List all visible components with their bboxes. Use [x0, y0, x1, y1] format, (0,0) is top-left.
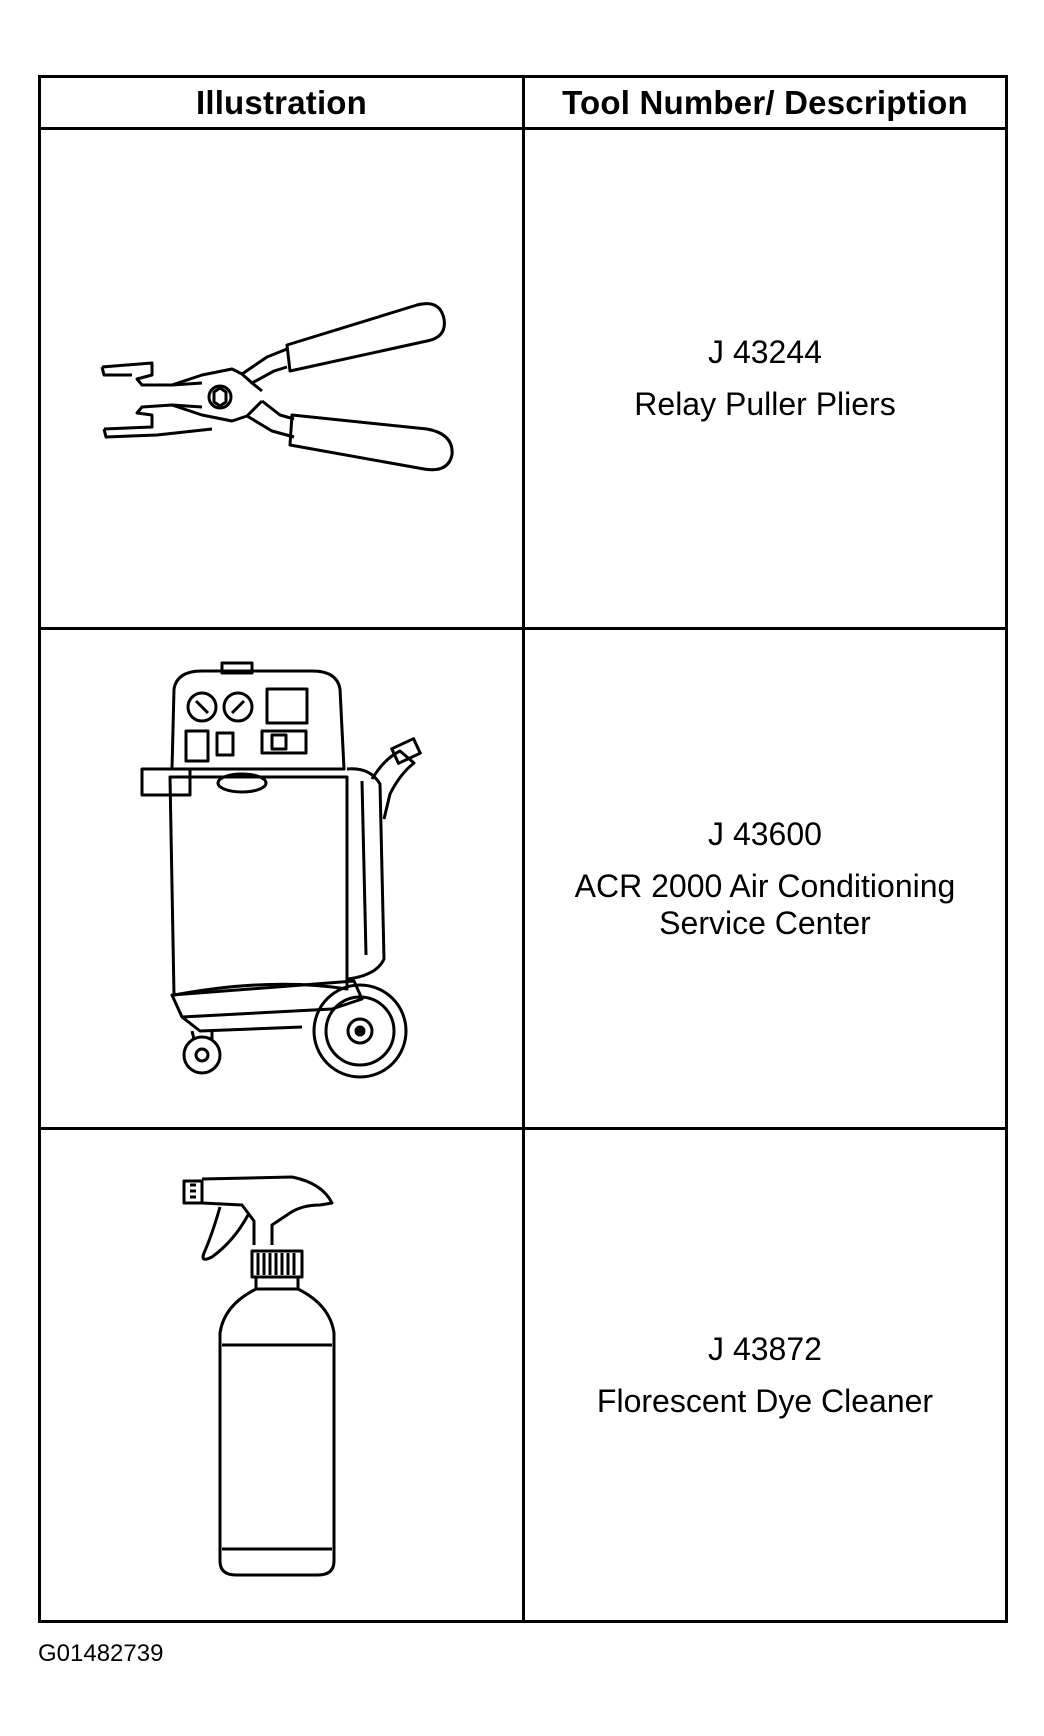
- spray-bottle-icon: [182, 1175, 335, 1577]
- header-illustration: Illustration: [41, 78, 525, 130]
- illustration-cell: [41, 1130, 525, 1620]
- tool-table: Illustration Tool Number/ Description: [38, 75, 1008, 1623]
- tool-description: Relay Puller Pliers: [634, 386, 896, 422]
- description-cell: J 43244 Relay Puller Pliers: [525, 130, 1005, 630]
- illustration-cell: [41, 130, 525, 630]
- tool-description: Florescent Dye Cleaner: [596, 1382, 934, 1419]
- tool-number: J 43244: [708, 334, 822, 370]
- relay-puller-pliers-icon: [100, 301, 454, 471]
- figure-id: G01482739: [38, 1640, 164, 1667]
- header-description: Tool Number/ Description: [525, 78, 1005, 130]
- ac-service-center-icon: [140, 661, 422, 1078]
- description-cell: J 43600 ACR 2000 Air Conditioning Servic…: [525, 630, 1005, 1130]
- tool-number: J 43872: [708, 1330, 822, 1367]
- header-illustration-label: Illustration: [195, 83, 368, 121]
- tool-description: ACR 2000 Air Conditioning Service Center: [574, 867, 956, 941]
- description-cell: J 43872 Florescent Dye Cleaner: [525, 1130, 1005, 1620]
- illustration-cell: [41, 630, 525, 1130]
- header-description-label: Tool Number/ Description: [562, 83, 968, 121]
- tool-number: J 43600: [708, 815, 822, 852]
